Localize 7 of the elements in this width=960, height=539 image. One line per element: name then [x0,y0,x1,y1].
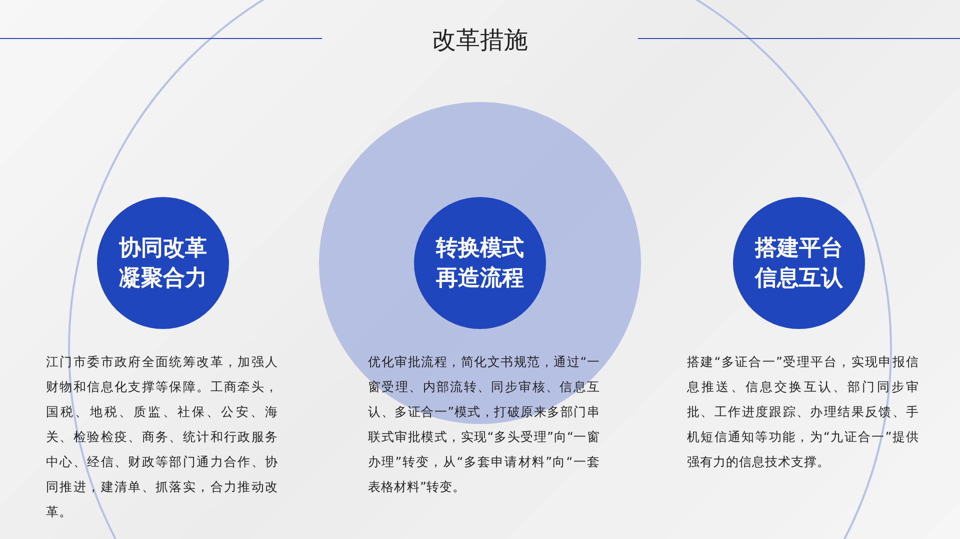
description-text: 优化审批流程，简化文书规范，通过“一窗受理、内部流转、同步审核、信息互认、多证合一”模式，打破原来多部门串联式审批模式，实现“多头受理”向“一窗办理”转变，从“多套申请材料”向“一套表格材料”转变。 [368,353,600,496]
node-label: 转换模式再造流程 [434,234,525,293]
node-label: 搭建平台信息互认 [753,234,844,293]
description-text: 搭建“多证合一”受理平台，实现申报信息推送、信息交换互认、部门同步审批、工作进度跟踪、办理结果反馈、手机短信通知等功能，为“九证合一”提供强有力的信息技术支撑。 [687,353,919,471]
description-text: 江门市委市政府全面统筹改革，加强人财物和信息化支撑等保障。工商牵头，国税、地税、质监、社保、公安、海关、检验检疫、商务、统计和行政服务中心、经信、财政等部门通力合作、协同推进，建清单、抓落实，合力推动改革。 [46,353,278,521]
title: 改革措施 [432,25,528,56]
node-label: 协同改革凝聚合力 [118,234,208,293]
